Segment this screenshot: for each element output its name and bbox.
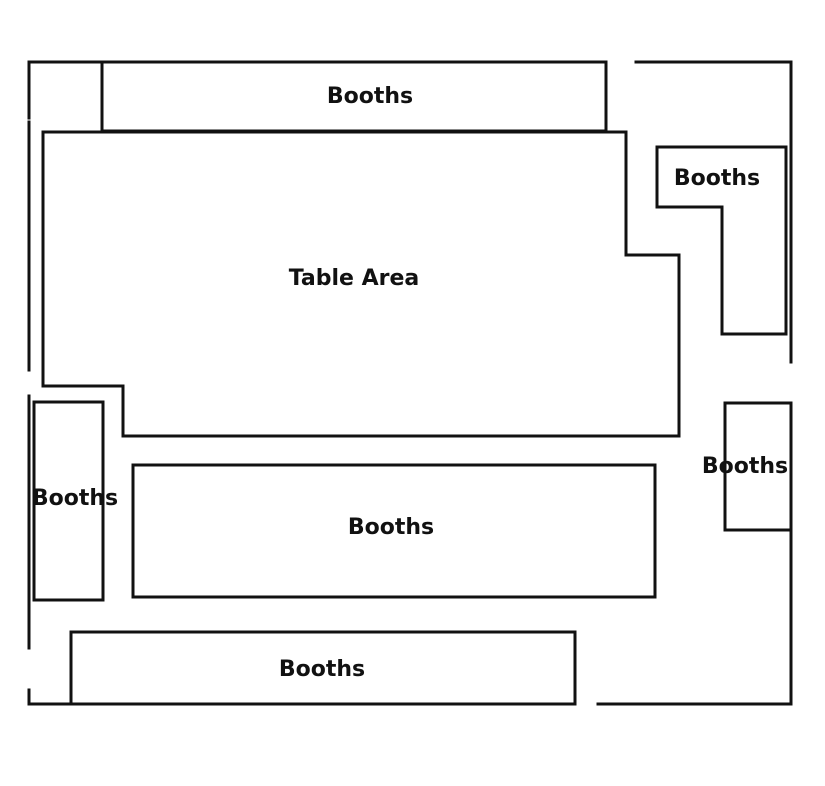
- booths-top-label: Booths: [327, 84, 413, 109]
- booths-bottom-shape: [69, 630, 577, 706]
- wall-top-left: [27, 60, 104, 120]
- booths-center-shape: [131, 463, 657, 599]
- booths-top-right: Booths: [655, 145, 788, 336]
- booths-right-label: Booths: [702, 454, 788, 479]
- outer-walls: [27, 60, 793, 706]
- booths-left-label: Booths: [32, 486, 118, 511]
- booths-left: Booths: [32, 400, 118, 602]
- booths-center: Booths: [131, 463, 657, 599]
- booths-center-label: Booths: [348, 515, 434, 540]
- wall-bottom-left: [27, 688, 73, 706]
- booths-top-right-shape: [655, 145, 788, 336]
- table-area-shape: [41, 130, 681, 438]
- table-area-label: Table Area: [289, 266, 420, 291]
- booths-bottom-label: Booths: [279, 657, 365, 682]
- booths-left-shape: [32, 400, 105, 602]
- booths-top: Booths: [100, 60, 608, 133]
- booths-right: Booths: [702, 401, 793, 532]
- booths-bottom: Booths: [69, 630, 577, 706]
- wall-bottom-right: [596, 528, 793, 706]
- wall-top-right: [634, 60, 793, 364]
- booths-right-shape: [723, 401, 793, 532]
- table-area: Table Area: [41, 130, 681, 438]
- booths-top-right-label: Booths: [674, 166, 760, 191]
